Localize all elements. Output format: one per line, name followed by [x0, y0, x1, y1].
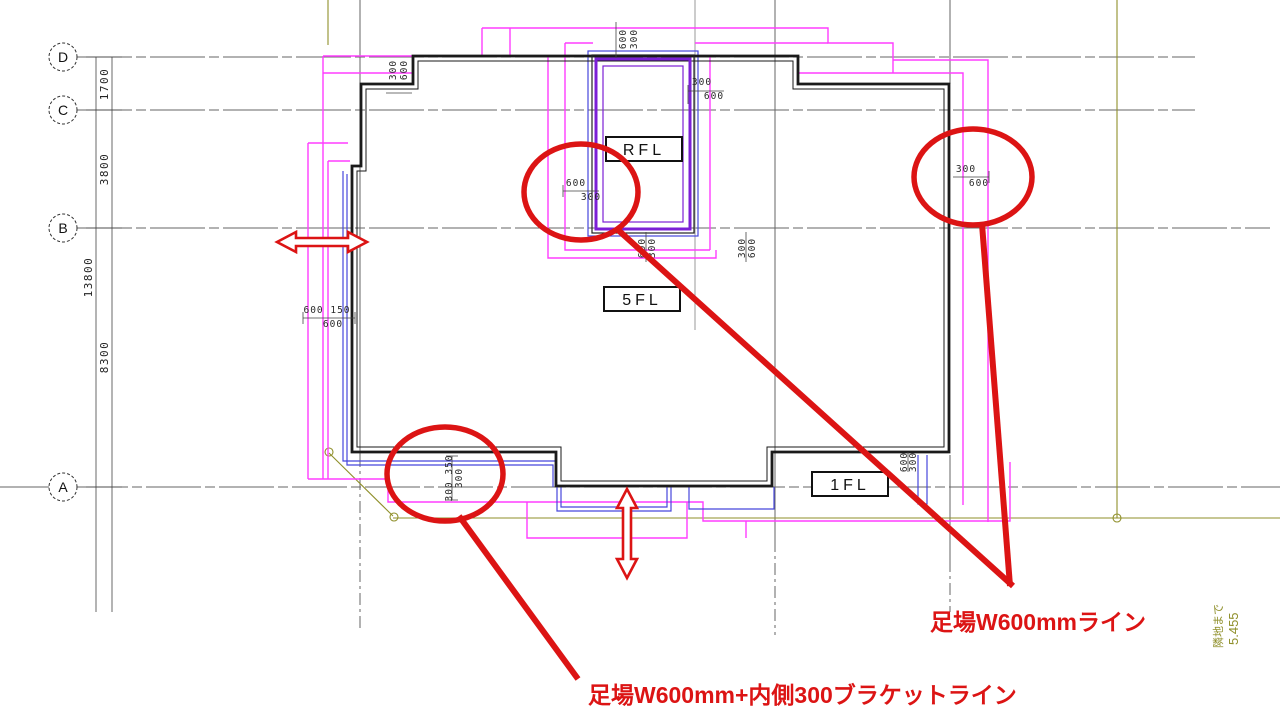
side-note: 隣地まで 5.455 — [1211, 604, 1241, 648]
dim-ellipse-right-300: 300 — [956, 164, 976, 175]
grid-bubble-a — [48, 472, 78, 502]
dim-left-600-150: 600 150 — [303, 305, 350, 316]
grid-label-a: A — [58, 479, 68, 495]
dim-tower-right-600: 600 — [704, 91, 724, 102]
floor-label-boxes: RFL 5FL 1FL — [603, 136, 889, 497]
dim-b-a: 8300 — [98, 341, 111, 374]
dim-1fl-right-600: 600 — [899, 452, 910, 472]
grid-label-d: D — [58, 49, 68, 65]
dim-tower-right-300: 300 — [692, 77, 712, 88]
dimension-ticks — [302, 22, 990, 501]
callout-w600-bracket-line: 足場W600mm+内側300ブラケットライン — [588, 682, 1017, 708]
double-arrow-horizontal — [274, 229, 370, 255]
leader-line-right-to-text — [979, 223, 1013, 587]
dim-5fl-300: 300 — [647, 238, 658, 258]
side-note-value: 5.455 — [1226, 612, 1241, 645]
grid-bubbles: D C B A — [48, 42, 78, 502]
dimension-chain-texts: 1700 3800 8300 13800 — [82, 68, 111, 374]
dim-d-c: 1700 — [98, 68, 111, 101]
dim-bottom-left-300-350: 300 350 — [444, 454, 455, 501]
dim-bottom-left-300: 300 — [454, 468, 465, 488]
dim-left-600: 600 — [323, 319, 343, 330]
building-outline — [350, 54, 951, 488]
rfl-label: RFL — [623, 142, 665, 159]
dimension-texts: 300 600 600 300 300 600 600 300 300 600 … — [303, 29, 989, 502]
dim-total: 13800 — [82, 257, 95, 298]
olive-reference-lines — [324, 0, 1280, 523]
grid-label-b: B — [58, 220, 67, 236]
red-callout-texts: 足場W600mmライン 足場W600mm+内側300ブラケットライン — [588, 609, 1146, 708]
dim-top-left-300: 300 — [388, 60, 399, 80]
dim-1fl-right-300: 300 — [908, 452, 919, 472]
grid-bubble-d — [48, 42, 78, 72]
dim-tower-top-300: 300 — [629, 29, 640, 49]
scaffold-lines-blue — [342, 50, 928, 512]
highlight-ellipse-bottom-left — [384, 424, 506, 524]
dim-c-b: 3800 — [98, 153, 111, 186]
leader-line-bottomleft-to-text — [456, 514, 581, 681]
red-markup — [274, 126, 1035, 681]
dim-circle-top-300: 300 — [581, 192, 601, 203]
highlight-ellipse-top-center — [521, 141, 641, 243]
dim-tower-bottom-300: 300 — [737, 238, 748, 258]
side-note-label: 隣地まで — [1211, 604, 1225, 648]
grid-lines — [0, 0, 1280, 635]
grid-label-c: C — [58, 102, 68, 118]
grid-bubble-b — [48, 213, 78, 243]
grid-bubble-c — [48, 95, 78, 125]
dim-top-left-600: 600 — [399, 60, 410, 80]
first-floor-box — [811, 471, 889, 497]
dim-ellipse-right-600: 600 — [969, 178, 989, 189]
fifth-floor-label: 5FL — [622, 292, 662, 309]
dim-tower-bottom-600: 600 — [747, 238, 758, 258]
callout-w600-line: 足場W600mmライン — [930, 609, 1146, 635]
first-floor-label: 1FL — [830, 477, 870, 494]
leader-line-center-to-text — [614, 226, 1016, 589]
dim-tower-top-600: 600 — [618, 29, 629, 49]
dim-circle-top-600: 600 — [566, 178, 586, 189]
fifth-floor-box — [603, 286, 681, 312]
double-arrow-vertical — [614, 486, 640, 581]
highlight-ellipse-top-right — [911, 126, 1035, 228]
